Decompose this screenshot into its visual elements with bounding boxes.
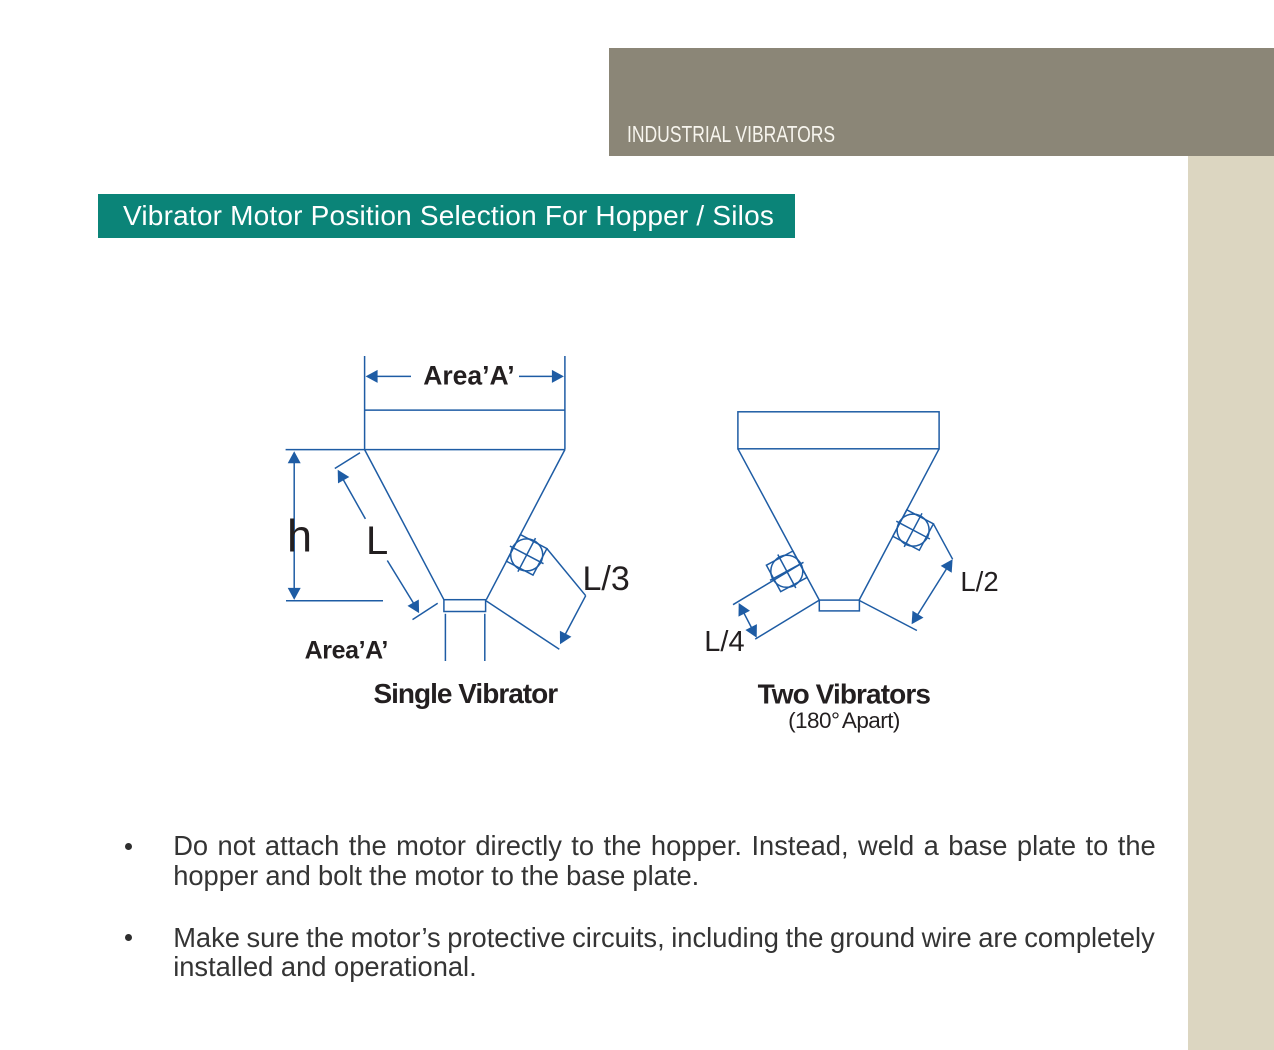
svg-text:h: h xyxy=(287,511,312,562)
svg-text:L/4: L/4 xyxy=(704,626,744,658)
svg-text:(180°Apart): (180°Apart) xyxy=(788,708,900,733)
svg-text:Area’A’: Area’A’ xyxy=(423,360,514,390)
svg-text:L/3: L/3 xyxy=(583,560,630,598)
svg-text:L/2: L/2 xyxy=(960,566,998,597)
svg-text:Two Vibrators: Two Vibrators xyxy=(758,679,931,710)
svg-text:Single Vibrator: Single Vibrator xyxy=(373,678,558,709)
svg-text:Area’A’: Area’A’ xyxy=(305,637,388,665)
svg-text:L: L xyxy=(366,519,388,563)
